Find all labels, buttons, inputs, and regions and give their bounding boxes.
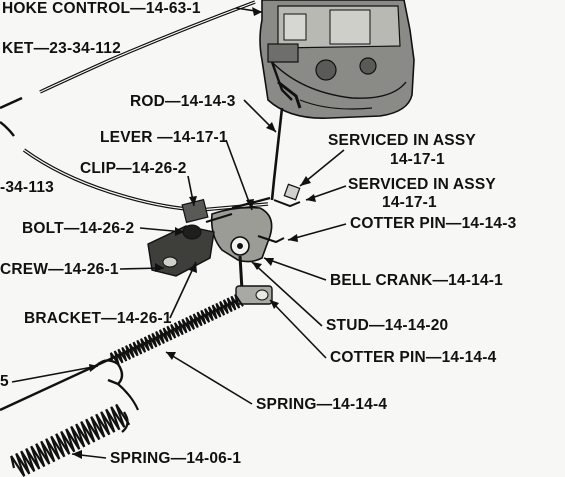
label-cotter-pin-top: COTTER PIN—14-14-3 [350,215,517,232]
leader-bell-crank [263,257,327,281]
leader-bracket-lower [169,261,197,319]
leader-spring-14-14-4 [165,351,253,405]
throttle-cable [22,148,269,212]
label-spring-14-14-4: SPRING—14-14-4 [256,396,387,413]
carburetor-body [259,0,415,119]
leader-cotter-pin-top [287,223,347,241]
label-serviced-1-line2: 14-17-1 [390,151,445,168]
label-choke-control: HOKE CONTROL—14-63-1 [2,0,201,17]
leader-lines [11,7,347,459]
spring-14-14-4 [0,293,244,412]
rod-end-hook [95,359,140,411]
spring-14-06-1 [10,403,131,477]
label-bracket-lower: BRACKET—14-26-1 [24,310,172,327]
choke-control-cable [0,0,256,137]
leader-cotter-pin-bottom [269,299,327,359]
leader-arrowheads [72,7,316,459]
label-clip: CLIP—14-26-2 [80,160,187,177]
label-partial-113: -34-113 [0,179,54,196]
label-bracket-top: KET—23-34-112 [2,40,121,57]
label-serviced-2-line2: 14-17-1 [382,194,437,211]
stud-and-link [235,255,273,305]
label-bolt: BOLT—14-26-2 [22,220,134,237]
bell-crank-assembly [210,196,285,263]
label-screw: CREW—14-26-1 [0,261,119,278]
leader-partial-5 [11,365,99,383]
rod [270,107,301,208]
mounting-bracket [147,198,233,277]
label-spring-14-06-1: SPRING—14-06-1 [110,450,241,467]
leader-stud [251,261,323,327]
label-serviced-2-line1: SERVICED IN ASSY [348,176,496,193]
label-rod: ROD—14-14-3 [130,93,236,110]
label-serviced-1-line1: SERVICED IN ASSY [328,132,476,149]
label-stud: STUD—14-14-20 [326,317,448,334]
leader-lever [225,139,253,211]
label-cotter-pin-bottom: COTTER PIN—14-14-4 [330,349,497,366]
label-lever: LEVER —14-17-1 [100,129,228,146]
label-partial-5: 5 [0,373,9,390]
callout-labels: HOKE CONTROL—14-63-1 KET—23-34-112 ROD—1… [0,0,517,467]
label-bell-crank: BELL CRANK—14-14-1 [330,272,503,289]
